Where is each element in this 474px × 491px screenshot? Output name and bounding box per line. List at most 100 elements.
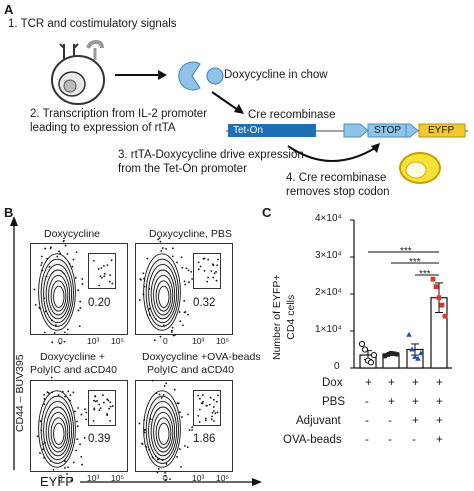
c-ytick-2: 2×10⁴ [315, 287, 342, 298]
data-point [409, 346, 415, 352]
event-dot [181, 266, 184, 269]
event-dot [41, 269, 44, 272]
plot3-title-line1: Doxycycline + [40, 351, 106, 363]
gate-3 [88, 390, 116, 426]
gate-event-dot [212, 398, 215, 401]
event-dot [52, 468, 55, 471]
flow-plot-1 [30, 239, 128, 345]
cond-cell: + [388, 396, 395, 408]
data-point [412, 353, 418, 359]
gate-event-dot [216, 411, 219, 414]
event-dot [53, 332, 56, 334]
data-point [388, 351, 394, 356]
event-dot [171, 326, 174, 329]
flow-plot-2 [135, 237, 233, 342]
gate-event-dot [198, 421, 201, 423]
event-dot [33, 288, 36, 291]
gate-event-dot [203, 257, 206, 260]
event-dot [171, 247, 174, 250]
plot2-title: Doxycycline, PBS [149, 228, 232, 240]
event-dot [81, 463, 84, 466]
plot1-tick-0: 0 [58, 336, 63, 346]
gate-event-dot [213, 410, 215, 412]
event-dot [78, 325, 81, 328]
event-dot [69, 399, 71, 402]
gate-event-dot [208, 403, 211, 406]
event-dot [187, 269, 190, 272]
event-dot [43, 393, 46, 396]
event-dot [187, 413, 189, 416]
event-dot [143, 431, 146, 434]
event-dot [164, 474, 167, 477]
event-dot [190, 270, 193, 273]
data-point [442, 313, 448, 319]
event-dot [80, 413, 83, 416]
plot4-percent: 1.86 [193, 433, 216, 445]
event-dot [58, 342, 61, 345]
gate-event-dot [98, 284, 101, 287]
event-dot [157, 467, 160, 470]
data-point [382, 353, 388, 359]
event-dot [43, 331, 46, 334]
gate-event-dot [106, 264, 109, 266]
event-dot [68, 263, 71, 265]
event-dot [39, 307, 41, 310]
event-dot [49, 247, 52, 250]
event-dot [145, 446, 148, 448]
plot3-tick-0: 0 [58, 473, 63, 483]
event-dot [76, 425, 79, 427]
event-dot [58, 250, 60, 253]
x-axis-label-eyfp: EYFP [40, 474, 74, 489]
cond-cell: + [412, 396, 419, 408]
event-dot [63, 331, 66, 334]
event-dot [49, 460, 52, 462]
gate-event-dot [102, 394, 104, 397]
gate-4 [193, 390, 221, 426]
gate-event-dot [106, 398, 109, 401]
gate-event-dot [212, 276, 215, 279]
event-dot [156, 471, 159, 474]
cond-cell: + [412, 415, 419, 427]
data-point [433, 284, 439, 289]
event-dot [70, 476, 73, 479]
event-dot [47, 392, 50, 394]
event-dot [143, 419, 146, 421]
gate-event-dot [93, 408, 96, 411]
event-dot [148, 313, 151, 316]
event-dot [77, 407, 79, 409]
data-point [385, 352, 391, 357]
cond-cell: + [436, 434, 443, 446]
event-dot [43, 398, 46, 400]
cond-cell: - [412, 434, 416, 446]
event-dot [66, 253, 69, 255]
step4-line1: 4. Cre recombinase [286, 172, 387, 184]
event-dot [79, 300, 82, 303]
gate-event-dot [102, 401, 105, 404]
gate-event-dot [98, 403, 101, 406]
event-dot [151, 379, 154, 382]
gate-event-dot [197, 415, 200, 417]
event-dot [154, 455, 157, 458]
event-dot [34, 304, 37, 306]
step2-line2: leading to expression of rtTA [30, 122, 176, 134]
event-dot [51, 391, 54, 394]
event-dot [143, 285, 146, 288]
event-dot [176, 456, 178, 458]
gate-event-dot [92, 259, 95, 262]
event-dot [164, 478, 167, 481]
event-dot [143, 428, 146, 431]
event-dot [188, 281, 190, 284]
event-dot [186, 446, 189, 449]
event-dot [154, 318, 157, 320]
event-dot [63, 239, 65, 242]
event-dot [164, 471, 166, 474]
event-dot [72, 461, 75, 464]
event-dot [178, 311, 181, 313]
event-dot [64, 244, 67, 247]
event-dot [176, 402, 179, 405]
event-dot [162, 393, 165, 396]
event-dot [181, 416, 183, 418]
cond-cell: - [365, 434, 369, 446]
gate-event-dot [211, 415, 213, 418]
event-dot [57, 394, 60, 396]
